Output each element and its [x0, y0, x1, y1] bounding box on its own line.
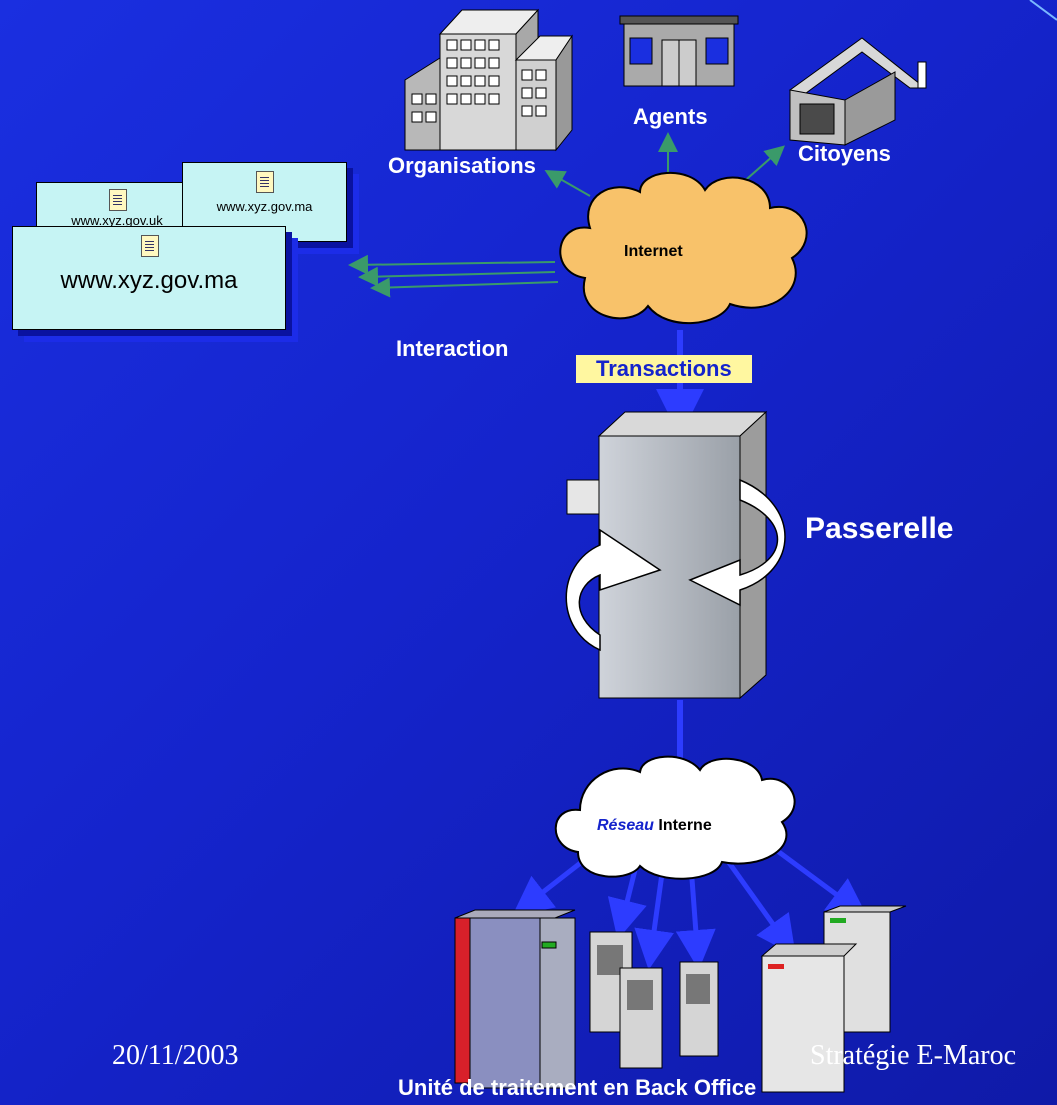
website-url-main: www.xyz.gov.ma — [60, 267, 238, 294]
interaction-label: Interaction — [396, 336, 509, 361]
citoyens-house-icon — [789, 37, 927, 146]
website-url-small-right: www.xyz.gov.ma — [216, 199, 313, 214]
back-office-label: Unité de traitement en Back Office — [398, 1075, 757, 1100]
footer-date: 20/11/2003 — [112, 1040, 239, 1071]
reseau-word: Réseau — [597, 817, 654, 834]
interne-word: Interne — [653, 817, 712, 834]
website-card-main: www.xyz.gov.ma — [12, 226, 286, 330]
internet-label: Internet — [624, 243, 683, 260]
rack-server-icon — [760, 905, 907, 1093]
tower-server-icon — [589, 931, 719, 1069]
citoyens-label: Citoyens — [798, 141, 891, 166]
website-url-small-left: www.xyz.gov.uk — [71, 213, 163, 228]
transactions-label: Transactions — [576, 355, 752, 383]
document-icon — [109, 189, 127, 211]
internet-cloud — [559, 171, 808, 325]
document-icon — [141, 235, 159, 257]
gateway-server-icon — [565, 410, 786, 700]
organisations-building-icon — [404, 8, 573, 152]
website-card-small-left: www.xyz.gov.uk — [36, 182, 198, 234]
agents-label: Agents — [633, 104, 708, 129]
agents-office-icon — [619, 15, 739, 87]
footer-title: Stratégie E-Maroc — [810, 1040, 1017, 1071]
document-icon — [256, 171, 274, 193]
mainframe-icon — [454, 909, 576, 1089]
internal-network-label: Réseau Interne — [597, 817, 712, 835]
passerelle-label: Passerelle — [805, 512, 954, 545]
organisations-label: Organisations — [388, 153, 536, 178]
internal-network-cloud — [554, 755, 796, 880]
